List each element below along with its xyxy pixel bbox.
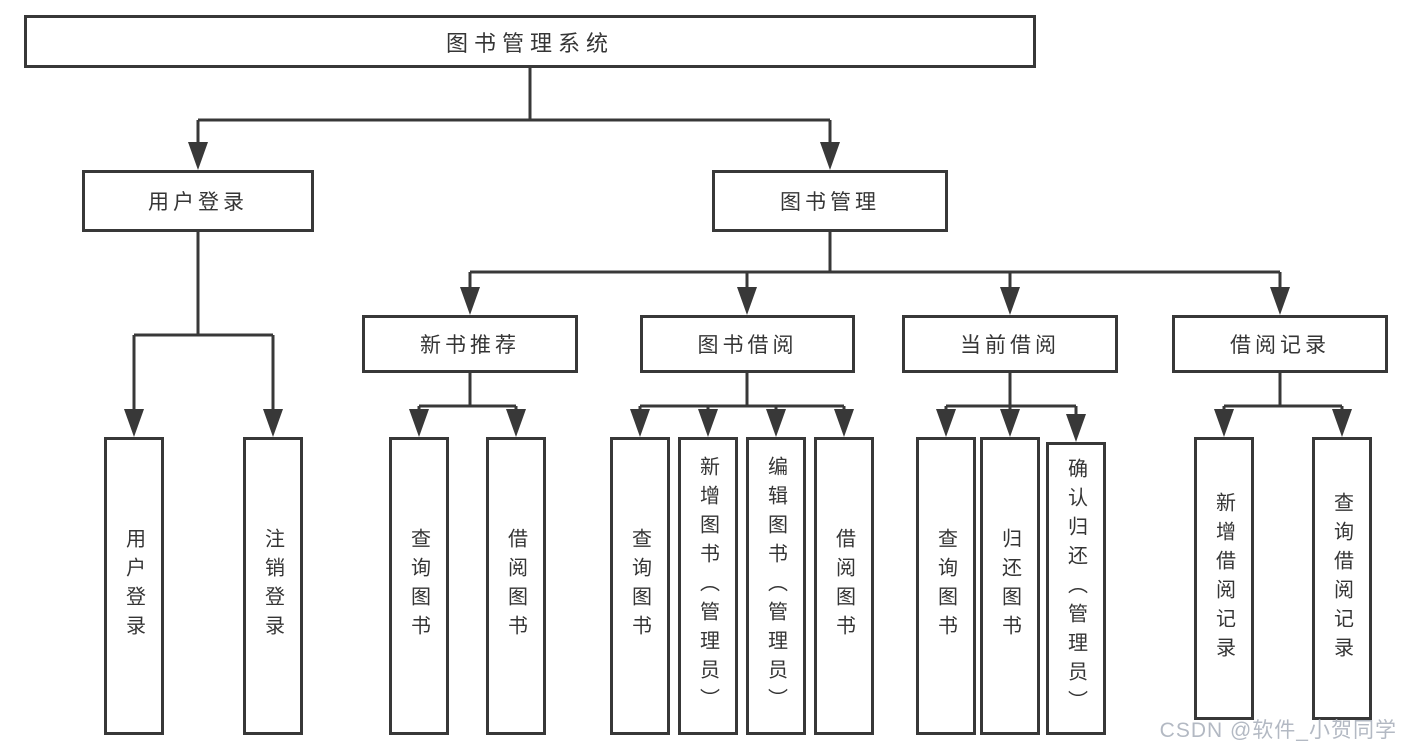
leaf-edit-books-admin: 编辑图书（管理员） (746, 437, 806, 735)
connector-line (132, 68, 1344, 437)
leaf-confirm-return-admin: 确认归还（管理员） (1046, 442, 1106, 735)
leaf-query-books-3: 查询图书 (916, 437, 976, 735)
leaf-query-books-2: 查询图书 (610, 437, 670, 735)
leaf-return-books: 归还图书 (980, 437, 1040, 735)
node-new-book-recommend: 新书推荐 (362, 315, 578, 373)
leaf-logout: 注销登录 (243, 437, 303, 735)
leaf-user-login: 用户登录 (104, 437, 164, 735)
arrowhead-icon (124, 142, 1352, 442)
leaf-query-books-1: 查询图书 (389, 437, 449, 735)
node-current-borrow: 当前借阅 (902, 315, 1118, 373)
node-book-management: 图书管理 (712, 170, 948, 232)
leaf-borrow-books-1: 借阅图书 (486, 437, 546, 735)
leaf-query-borrow-record: 查询借阅记录 (1312, 437, 1372, 720)
node-user-login-branch: 用户登录 (82, 170, 314, 232)
node-library-system: 图书管理系统 (24, 15, 1036, 68)
node-book-borrow: 图书借阅 (640, 315, 855, 373)
csdn-watermark: CSDN @软件_小贺同学 (1159, 719, 1397, 742)
leaf-add-books-admin: 新增图书（管理员） (678, 437, 738, 735)
leaf-borrow-books-2: 借阅图书 (814, 437, 874, 735)
leaf-add-borrow-record: 新增借阅记录 (1194, 437, 1254, 720)
node-borrow-records: 借阅记录 (1172, 315, 1388, 373)
